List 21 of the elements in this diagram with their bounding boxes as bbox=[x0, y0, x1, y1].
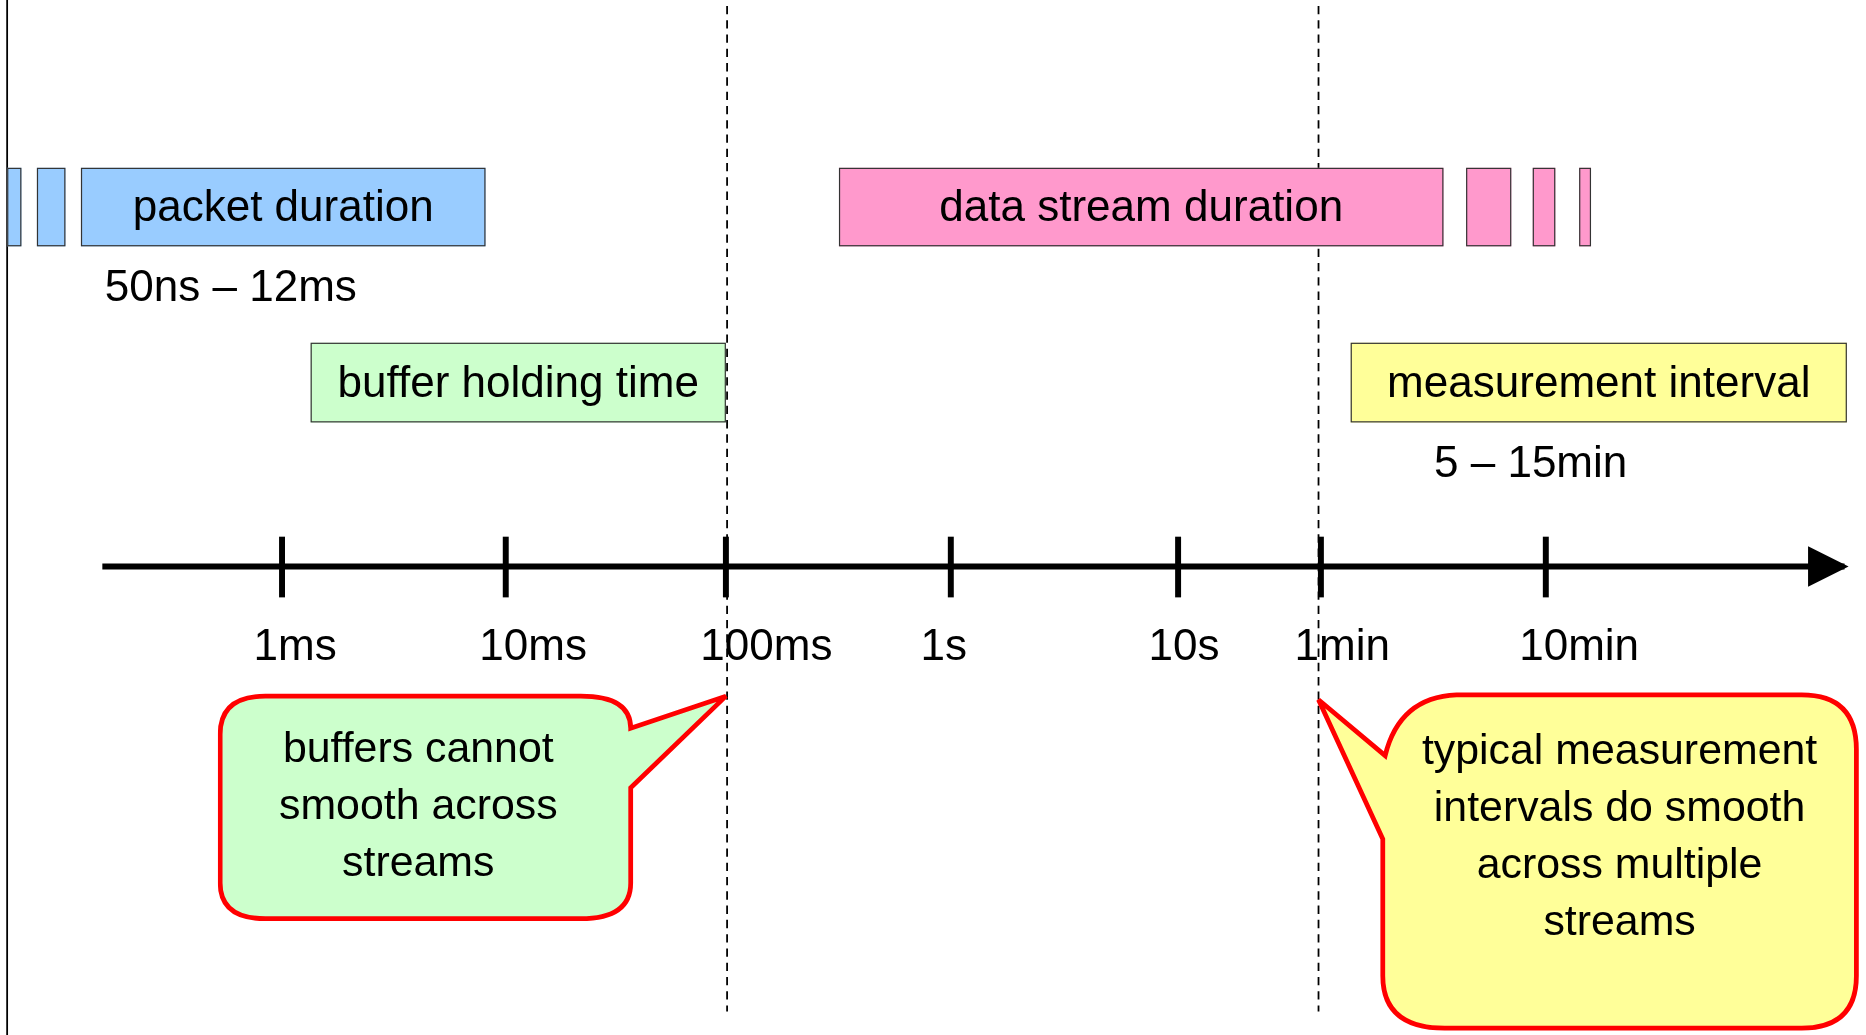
duration-bar: packet duration bbox=[80, 167, 486, 247]
duration-bar: measurement interval bbox=[1350, 342, 1847, 423]
tick-label: 10ms bbox=[479, 621, 587, 672]
callout-text: typical measurement intervals do smooth across multiple streams bbox=[1420, 723, 1819, 947]
range-label: 50ns – 12ms bbox=[104, 261, 357, 312]
segment-bar bbox=[36, 167, 66, 247]
segment-bar bbox=[1579, 167, 1592, 247]
speech-bubble bbox=[217, 692, 730, 923]
segment-bar bbox=[1532, 167, 1556, 247]
callout-text: buffers cannot smooth across streams bbox=[278, 721, 559, 888]
tick-label: 1min bbox=[1294, 621, 1391, 672]
segment-bar bbox=[1466, 167, 1512, 247]
tick-label: 1ms bbox=[253, 621, 337, 672]
segment-bar bbox=[7, 167, 22, 247]
tick-label: 1s bbox=[920, 621, 967, 672]
tick-label: 10min bbox=[1519, 621, 1640, 672]
duration-bar: buffer holding time bbox=[310, 342, 726, 423]
duration-bar: data stream duration bbox=[838, 167, 1444, 247]
tick-label: 100ms bbox=[700, 621, 833, 672]
range-label: 5 – 15min bbox=[1433, 437, 1628, 488]
tick-label: 10s bbox=[1148, 621, 1220, 672]
